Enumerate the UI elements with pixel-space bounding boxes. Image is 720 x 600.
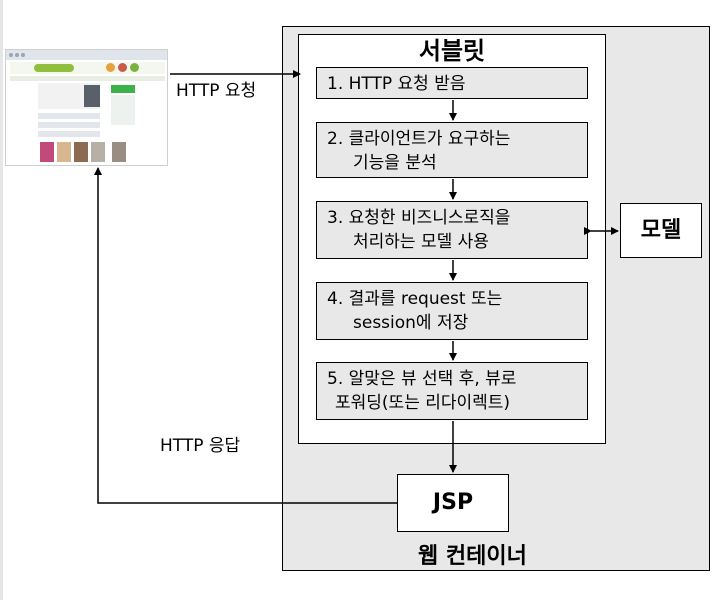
- servlet-title: 서블릿: [418, 37, 486, 65]
- step-3-line-1: 3. 요청한 비즈니스로직을: [327, 208, 511, 228]
- site-content-row: [38, 113, 100, 119]
- step-1-line-1: 1. HTTP 요청 받음: [327, 74, 466, 94]
- site-thumbnail: [91, 142, 105, 162]
- step-4: 4. 결과를 request 또는 session에 저장: [316, 282, 588, 340]
- browser-title-bar: [6, 50, 167, 60]
- site-content-row: [38, 131, 100, 137]
- step-2-line-2: 기능을 분석: [353, 153, 437, 173]
- step-5: 5. 알맞은 뷰 선택 후, 뷰로 포워딩(또는 리다이렉트): [316, 362, 588, 420]
- banner-photo: [84, 85, 100, 107]
- site-side-box: [111, 95, 135, 125]
- response-arrow: [94, 167, 397, 504]
- browser-thumbnail: [5, 49, 168, 166]
- model-box: 모델: [620, 203, 702, 258]
- site-content-row: [38, 122, 100, 128]
- step-4-line-1: 4. 결과를 request 또는: [327, 289, 503, 309]
- site-thumbnail: [74, 142, 88, 162]
- site-menu-strip: [10, 76, 165, 81]
- jsp-box: JSP: [397, 474, 509, 532]
- step-2-line-1: 2. 클라이언트가 요구하는: [327, 129, 511, 149]
- step-4-line-2: session에 저장: [353, 313, 469, 333]
- left-gutter: [0, 0, 3, 600]
- step-2: 2. 클라이언트가 요구하는 기능을 분석: [316, 122, 588, 178]
- fruit-icon: [130, 63, 139, 72]
- site-thumbnail: [40, 142, 54, 162]
- step-3-line-2: 처리하는 모델 사용: [353, 232, 489, 252]
- site-thumbnail: [112, 142, 126, 162]
- http-request-label: HTTP 요청: [176, 81, 257, 101]
- fruit-icon: [118, 63, 127, 72]
- http-response-label: HTTP 응답: [160, 436, 241, 456]
- step-1: 1. HTTP 요청 받음: [316, 67, 588, 99]
- step-5-line-1: 5. 알맞은 뷰 선택 후, 뷰로: [327, 369, 517, 389]
- site-logo-icon: [34, 64, 74, 72]
- site-login-button: [111, 85, 135, 93]
- step-5-line-2: 포워딩(또는 리다이렉트): [335, 393, 511, 413]
- fruit-icon: [106, 63, 115, 72]
- web-container-label: 웹 컨테이너: [418, 544, 527, 569]
- site-thumbnail: [57, 142, 71, 162]
- step-3: 3. 요청한 비즈니스로직을 처리하는 모델 사용: [316, 201, 588, 259]
